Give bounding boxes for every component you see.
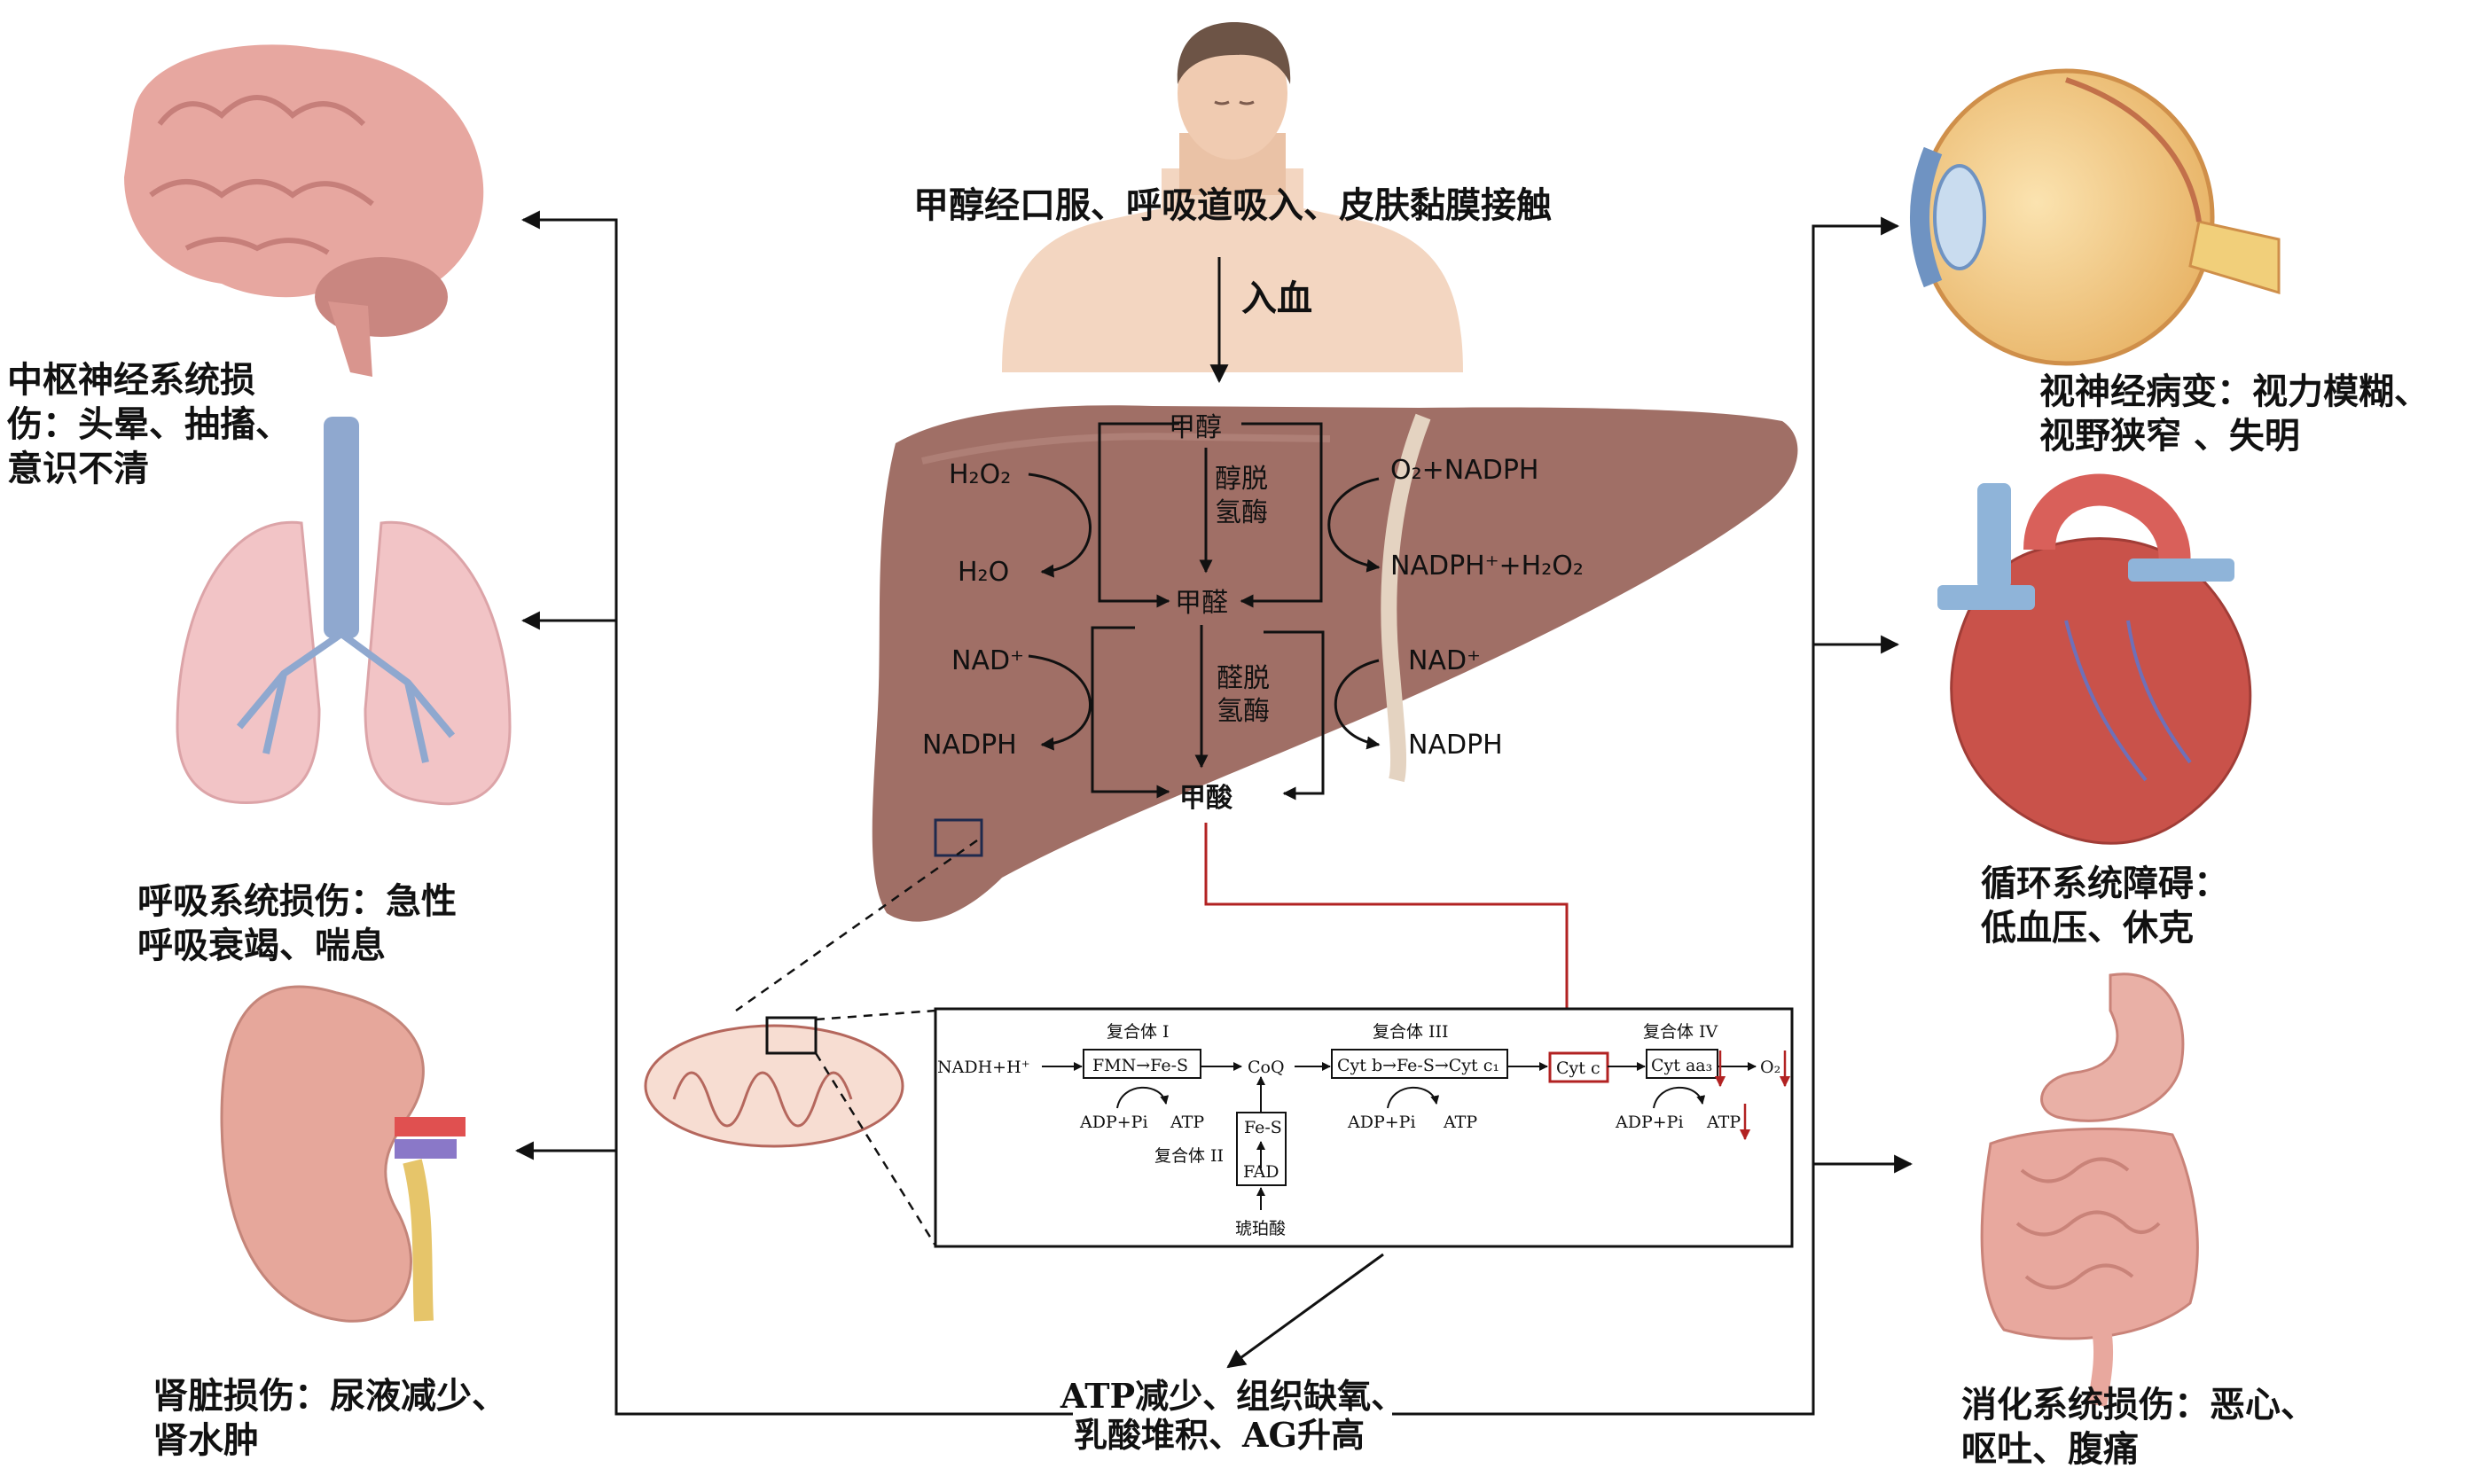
kidney-caption-line-1: 肾脏损伤：尿液减少、 — [153, 1376, 507, 1417]
circ-caption-line-1: 循环系统障碍： — [1981, 863, 2229, 904]
formaldehyde-label: 甲醛 — [1175, 588, 1228, 619]
cns-caption-line-3: 意识不清 — [7, 449, 149, 489]
digest-caption-line-2: 呕吐、腹痛 — [1961, 1429, 2139, 1470]
o2-label: O₂ — [1760, 1058, 1780, 1077]
coq-label: CoQ — [1248, 1058, 1285, 1077]
lungs-illustration — [176, 417, 512, 806]
kidney-caption-line-2: 肾水肿 — [153, 1420, 259, 1461]
human-figure-illustration — [1002, 22, 1463, 372]
adp-pi-1: ADP+Pi — [1079, 1113, 1148, 1132]
nad-left-label: NAD⁺ — [951, 645, 1024, 676]
kidney-illustration — [220, 985, 466, 1323]
complex3-box — [1331, 1049, 1508, 1079]
left-connector — [514, 210, 1073, 1416]
right-cofactor-arrow-2 — [1334, 659, 1381, 750]
right-bracket-1 — [1240, 422, 1323, 608]
atp-synth-arrow-3 — [1387, 1086, 1440, 1109]
methanol-label: 甲醇 — [1169, 412, 1222, 443]
brain-illustration — [124, 44, 484, 377]
left-bracket-1 — [1098, 422, 1179, 608]
atp-3: ATP — [1443, 1113, 1477, 1132]
fmn-label: FMN→Fe-S — [1092, 1056, 1188, 1075]
succinate-label: 琥珀酸 — [1235, 1219, 1286, 1238]
outcome-line-1: ATP减少、组织缺氧、 — [1060, 1376, 1405, 1416]
eye-illustration — [1910, 68, 2281, 366]
resp-caption-line-2: 呼吸衰竭、喘息 — [137, 926, 386, 966]
atp-synth-arrow-4 — [1653, 1086, 1706, 1109]
cns-caption-line-1: 中枢神经系统损 — [7, 360, 255, 401]
fes-label: Fe-S — [1244, 1118, 1282, 1137]
right-connector — [1392, 216, 1913, 1416]
aldh-label-1: 醛脱 — [1217, 663, 1270, 694]
mito-zoom-dash-2 — [814, 1052, 937, 1246]
nadh-label: NADH+H⁺ — [937, 1058, 1030, 1077]
eye-caption-line-1: 视神经病变：视力模糊、 — [2039, 371, 2430, 412]
left-cofactor-arrow-2 — [1028, 654, 1092, 751]
nadph-left-label: NADPH — [922, 730, 1017, 761]
exposure-route-label: 甲醇经口服、呼吸道吸入、皮肤黏膜接触 — [913, 185, 1552, 226]
complex4-box — [1646, 1049, 1718, 1079]
adp-pi-4: ADP+Pi — [1615, 1113, 1684, 1132]
nadph-right-label: NADPH — [1408, 730, 1503, 761]
aldh-label-2: 氢酶 — [1217, 696, 1270, 727]
o2-nadph-label: O₂+NADPH — [1390, 455, 1539, 486]
etc-to-outcome-arrow — [1226, 1253, 1384, 1369]
digestive-tract-illustration — [1980, 972, 2199, 1407]
nad-right-label: NAD⁺ — [1408, 645, 1481, 676]
adh-label-2: 氢酶 — [1215, 497, 1268, 528]
fad-label: FAD — [1243, 1162, 1279, 1182]
eye-caption-line-2: 视野狭窄 、失明 — [2039, 416, 2300, 457]
nadph-h2o2-label: NADPH⁺+H₂O₂ — [1390, 551, 1584, 582]
mito-zoom-dash-1 — [815, 1009, 936, 1021]
cns-caption-line-2: 伤：头晕、抽搐、 — [6, 404, 291, 445]
formic-acid-label: 甲酸 — [1179, 783, 1233, 814]
adh-label-1: 醇脱 — [1215, 464, 1268, 495]
complex1-label: 复合体 I — [1107, 1022, 1170, 1042]
resp-caption-line-1: 呼吸系统损伤：急性 — [137, 881, 457, 922]
methanol-metabolism-pathway: 甲醇 醇脱 氢酶 甲醛 醛脱 氢酶 甲酸 H₂O₂ H₂O O₂+NADPH N… — [922, 412, 1584, 814]
formic-acid-inhibition-line — [1204, 823, 1569, 1035]
left-cofactor-arrow-1 — [1028, 473, 1092, 578]
adp-pi-3: ADP+Pi — [1347, 1113, 1416, 1132]
electron-transport-chain: NADH+H⁺ 复合体 I FMN→Fe-S ADP+Pi ATP CoQ 复合… — [934, 1007, 1794, 1248]
digest-caption-line-1: 消化系统损伤：恶心、 — [1961, 1385, 2316, 1425]
outcome-line-2: 乳酸堆积、AG升高 — [1074, 1415, 1365, 1455]
complex1-box — [1083, 1049, 1201, 1079]
complex4-label: 复合体 IV — [1643, 1022, 1718, 1042]
liver-sample-box — [934, 818, 983, 857]
etc-frame — [934, 1007, 1794, 1248]
into-blood-label: 入血 — [1241, 278, 1312, 319]
cytb-label: Cyt b→Fe-S→Cyt c₁ — [1337, 1056, 1499, 1075]
atp-synth-arrow-1 — [1116, 1086, 1170, 1109]
right-bracket-2 — [1264, 630, 1325, 801]
cytc-label: Cyt c — [1556, 1058, 1600, 1078]
h2o2-label: H₂O₂ — [949, 459, 1011, 490]
atp-1: ATP — [1170, 1113, 1204, 1132]
h2o-label: H₂O — [958, 557, 1009, 588]
circ-caption-line-2: 低血压、休克 — [1981, 908, 2194, 949]
complex2-label: 复合体 II — [1154, 1146, 1224, 1166]
cytaa3-label: Cyt aa₃ — [1651, 1056, 1712, 1075]
liver-zoom-dash-1 — [735, 839, 978, 1012]
mitochondrion-illustration — [644, 1016, 904, 1148]
complex3-label: 复合体 III — [1373, 1022, 1449, 1042]
right-cofactor-arrow-1 — [1327, 477, 1381, 573]
heart-illustration — [1937, 473, 2252, 845]
mitochondrion-zoom-box — [765, 1016, 818, 1055]
atp-4: ATP — [1706, 1113, 1741, 1132]
left-bracket-2 — [1091, 626, 1170, 799]
